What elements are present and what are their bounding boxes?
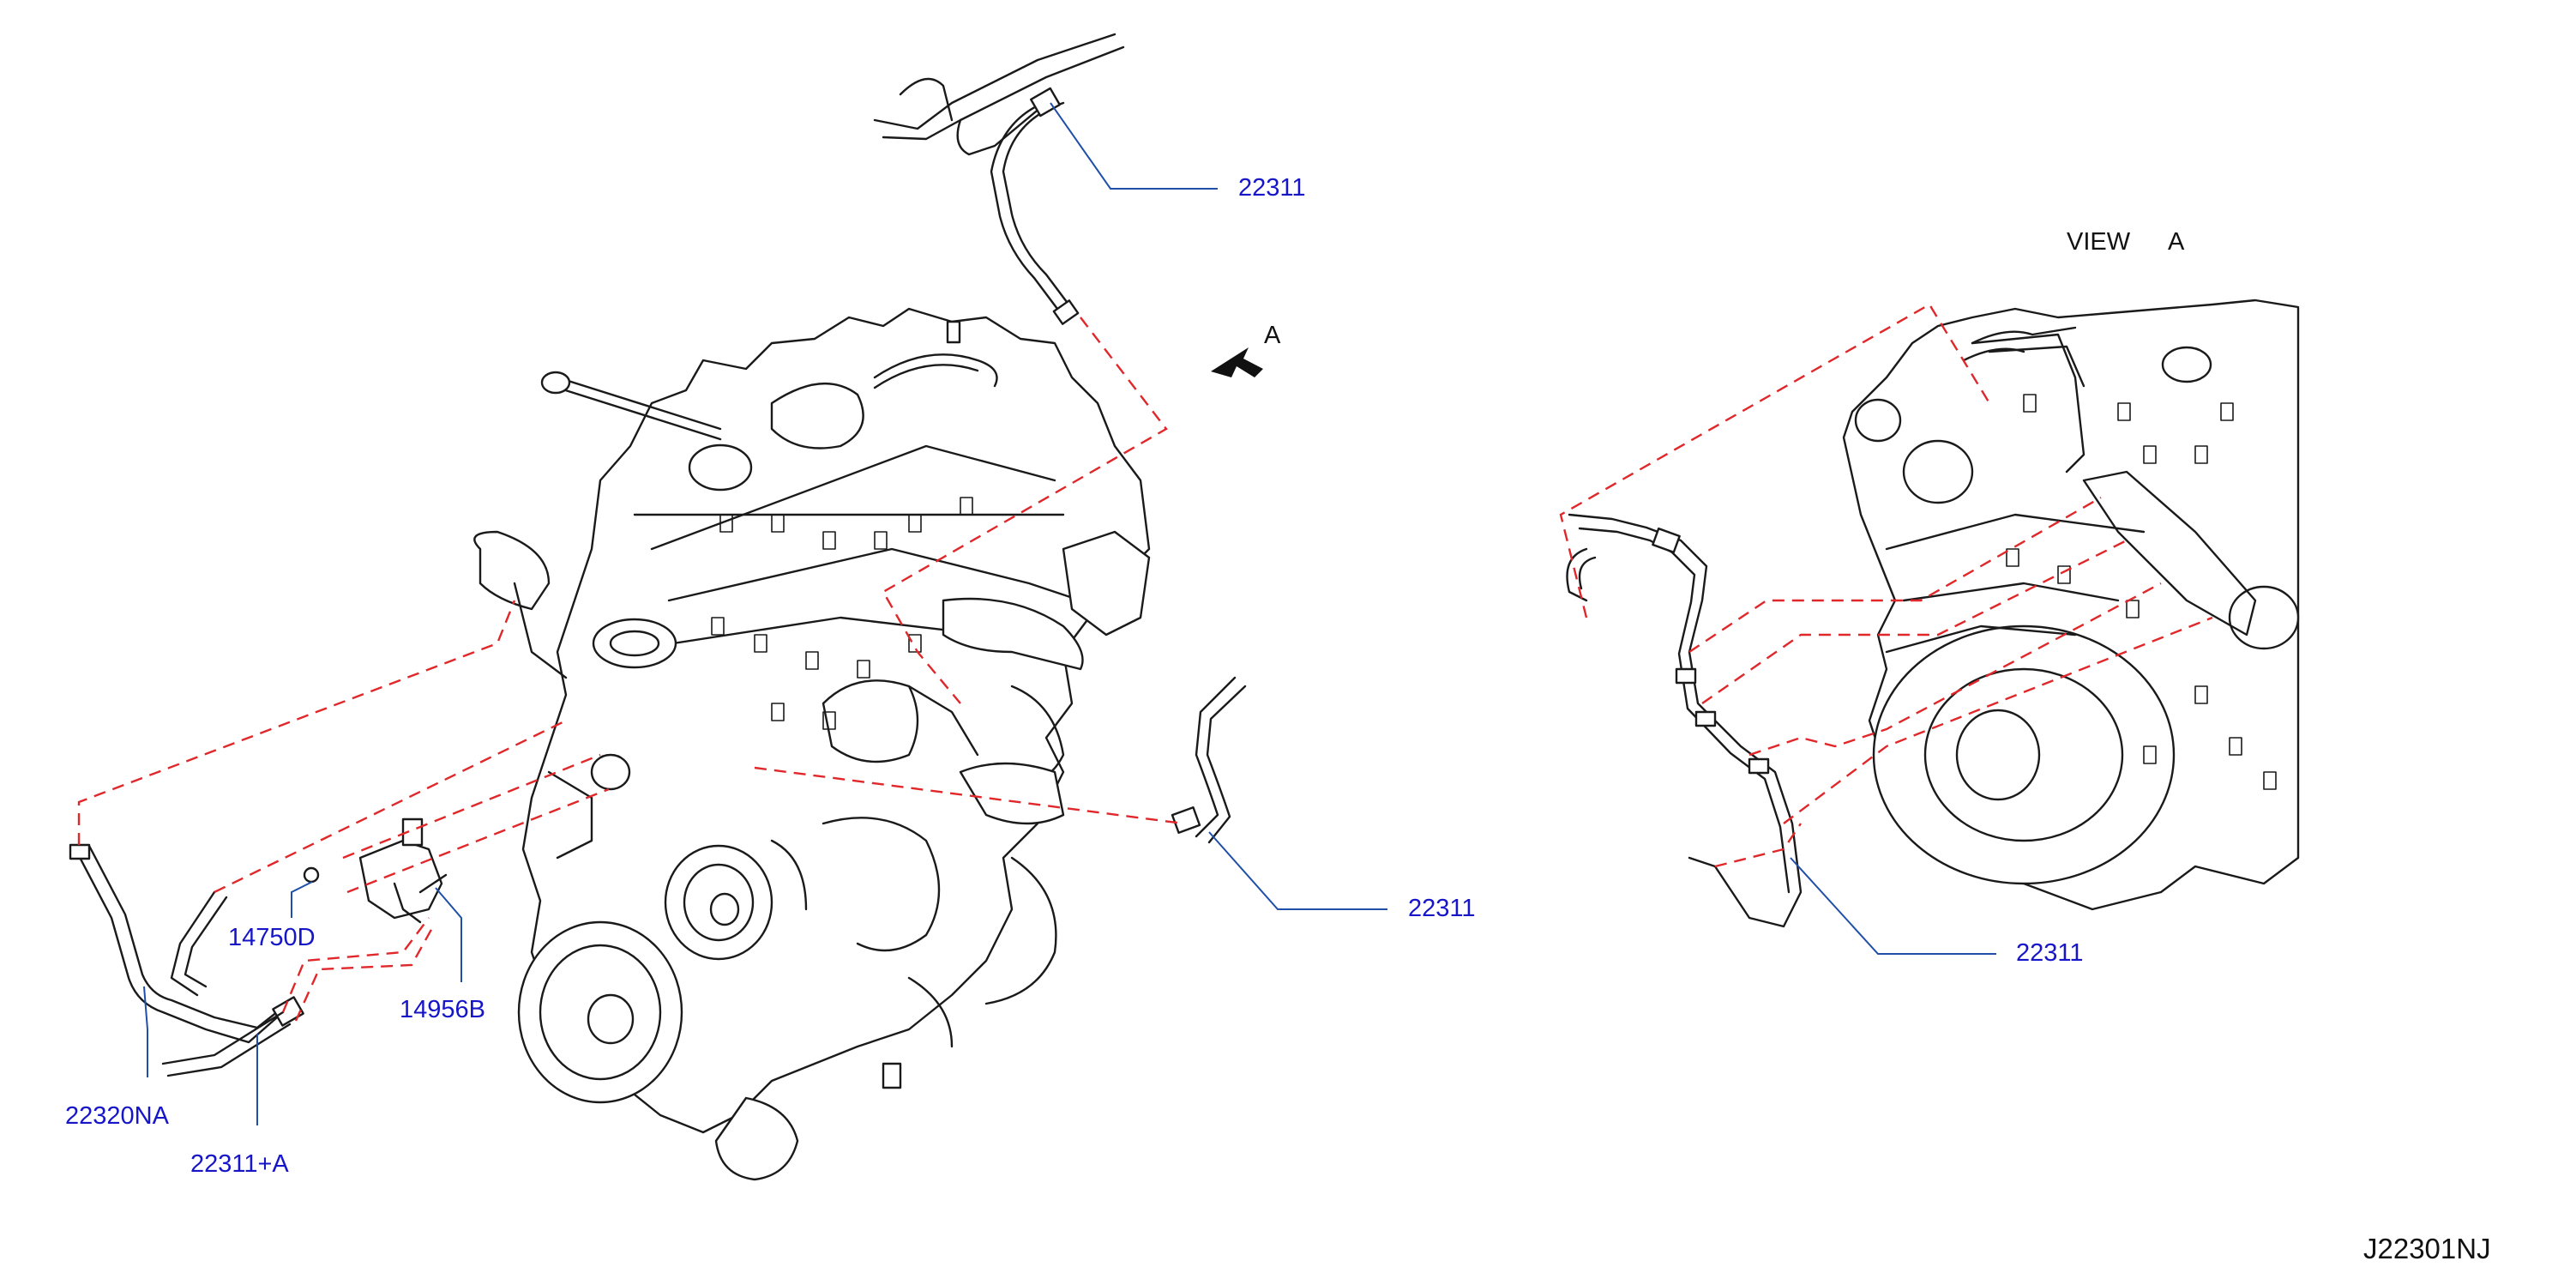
callout-22311-a: 22311+A bbox=[190, 1150, 289, 1178]
hidden-lines-left bbox=[77, 317, 1184, 1022]
hose-top bbox=[873, 33, 1125, 325]
hose-right bbox=[1171, 676, 1247, 844]
callout-22311-right: 22311 bbox=[1408, 895, 1476, 922]
tube-assembly-left bbox=[69, 843, 304, 1077]
view-arrow-icon bbox=[1211, 347, 1263, 377]
hidden-lines-view-a bbox=[1559, 303, 2213, 868]
callout-22320na: 22320NA bbox=[65, 1102, 170, 1130]
view-letter: A bbox=[2168, 228, 2185, 256]
valve-14956b bbox=[358, 817, 448, 924]
hose-view-a bbox=[1566, 513, 1803, 928]
arrow-label: A bbox=[1264, 322, 1281, 349]
callout-22311-view-a: 22311 bbox=[2016, 939, 2084, 967]
engine-view-a bbox=[1842, 299, 2300, 911]
leaders bbox=[143, 102, 1996, 1125]
callout-14750d: 14750D bbox=[228, 924, 316, 951]
bolt-14750d bbox=[303, 866, 320, 884]
callout-14956b: 14956B bbox=[400, 996, 485, 1023]
engine-main bbox=[473, 307, 1151, 1181]
drawing-code: J22301NJ bbox=[2363, 1233, 2491, 1264]
callout-22311-top: 22311 bbox=[1238, 174, 1306, 202]
view-label: VIEW bbox=[2067, 228, 2131, 256]
